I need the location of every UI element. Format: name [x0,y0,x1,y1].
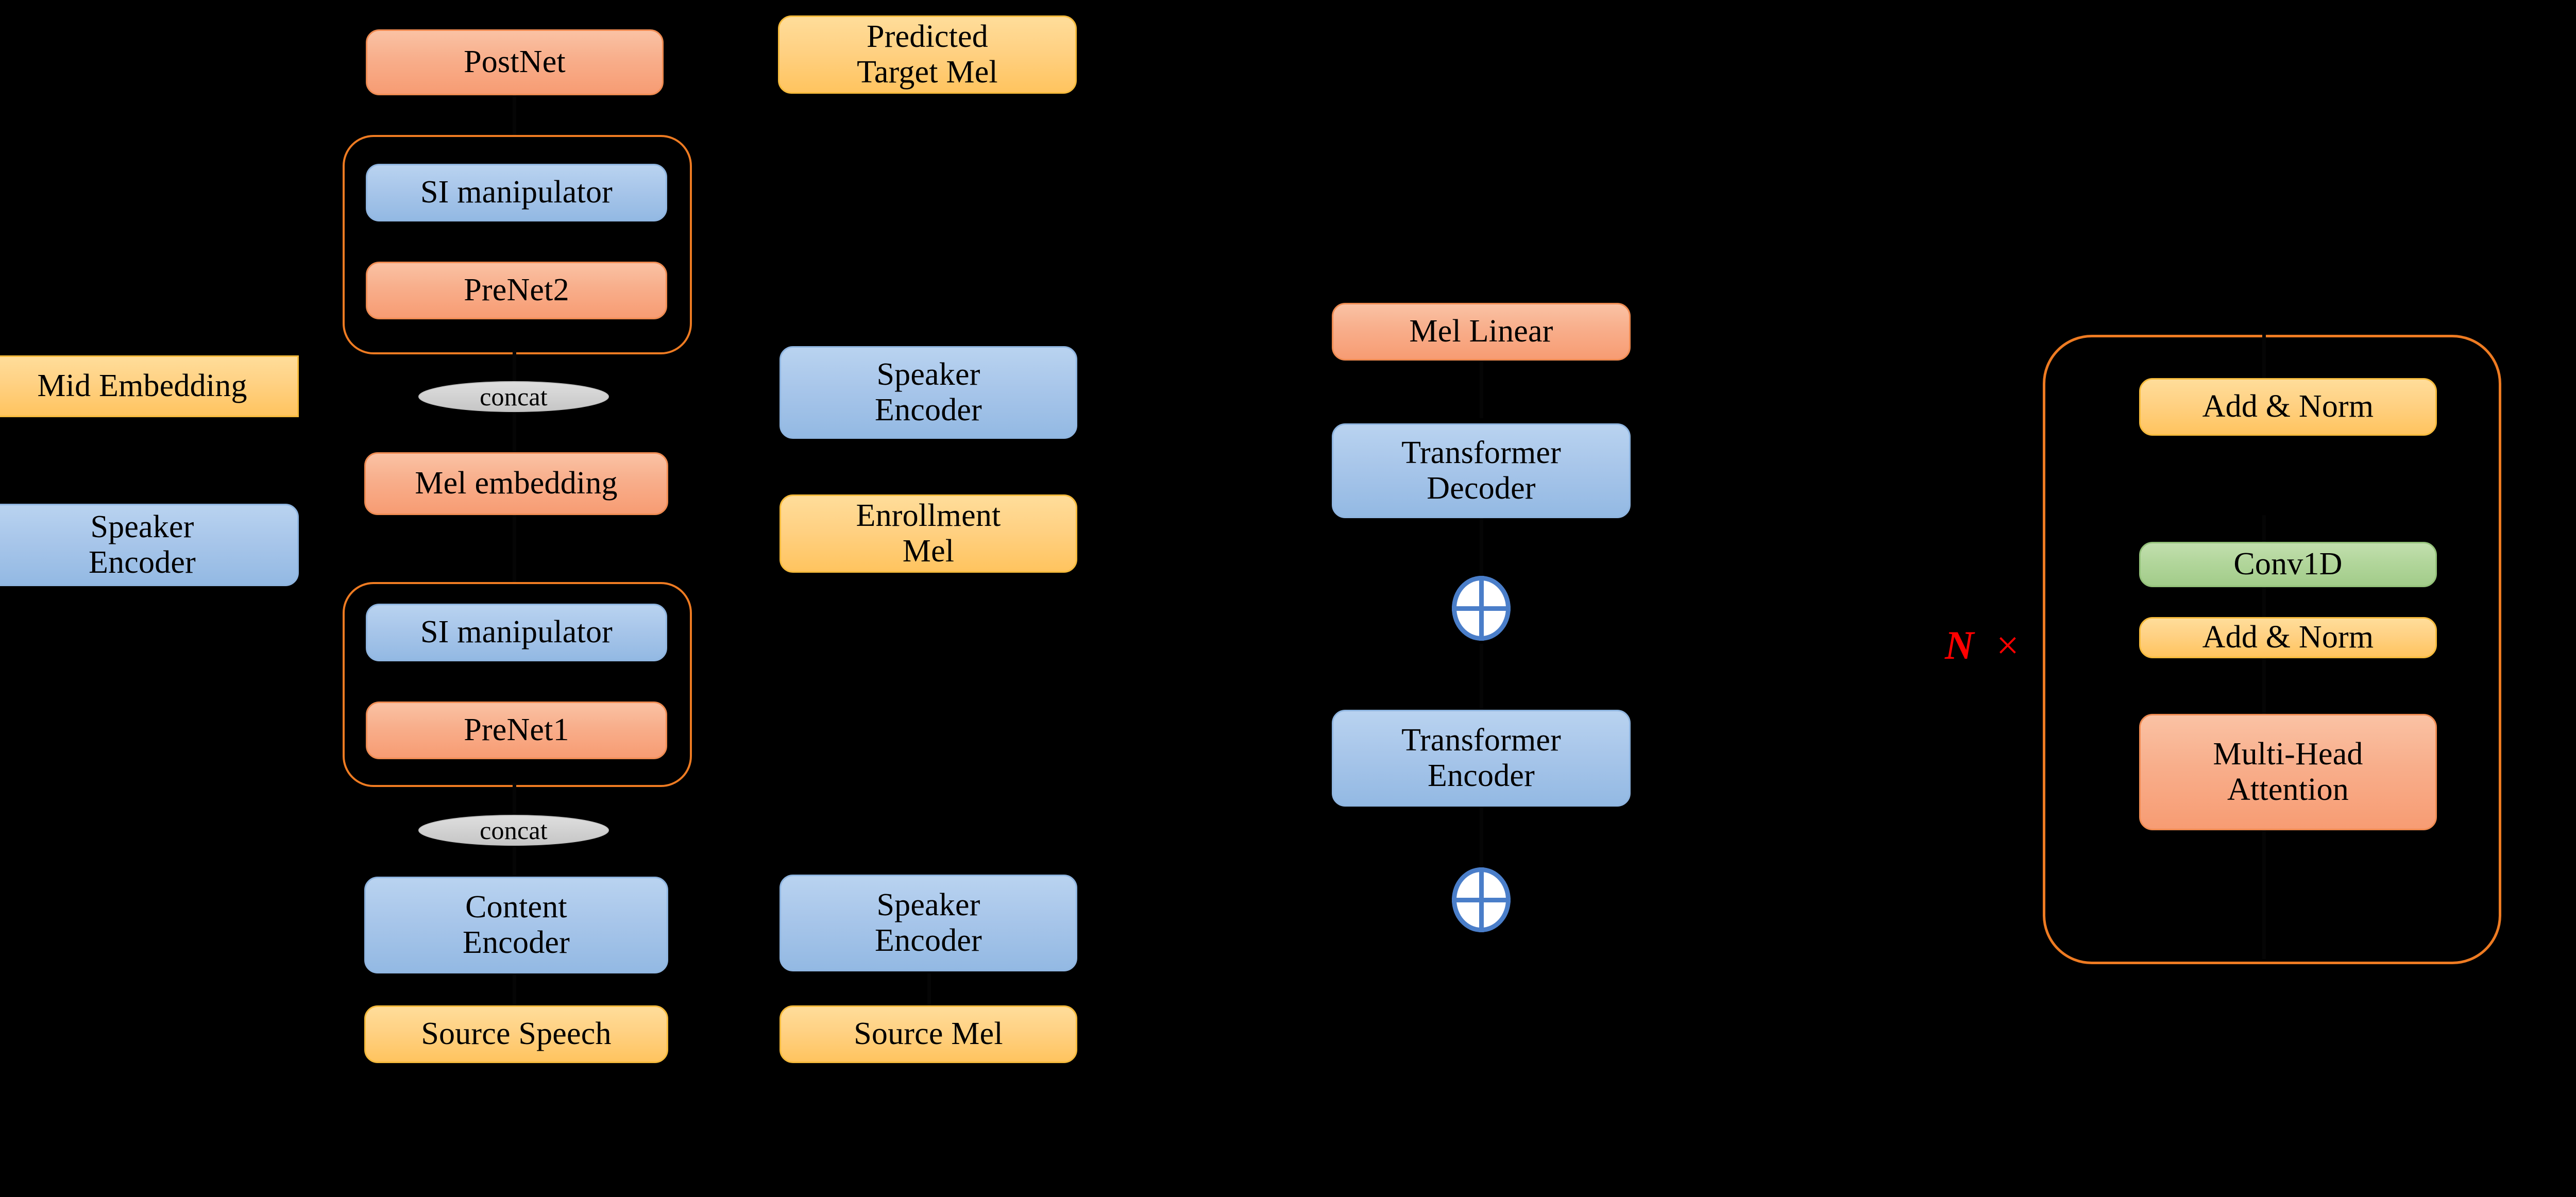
node-transformer-decoder-label: Transformer Decoder [1401,435,1561,506]
node-transformer-encoder-label: Transformer Encoder [1401,722,1561,793]
node-source-speech-label: Source Speech [421,1016,612,1052]
node-prenet2[interactable]: PreNet2 [366,262,667,319]
node-conv1d-label: Conv1D [2233,546,2343,582]
node-si-manipulator-lower[interactable]: SI manipulator [366,604,667,661]
node-speaker-encoder-left-label: Speaker Encoder [89,509,196,580]
node-enrollment-mel-label: Enrollment Mel [856,498,1001,569]
connector-postnet-to-block2 [513,95,516,135]
connector-plus2-to-encoder [1480,806,1483,878]
node-concat-upper[interactable]: concat [418,381,609,412]
node-speaker-encoder-mid-bottom[interactable]: Speaker Encoder [779,875,1077,971]
node-concat-lower-label: concat [480,816,548,845]
node-add-norm-bottom[interactable]: Add & Norm [2139,617,2437,658]
node-si-manipulator-upper-label: SI manipulator [420,175,613,210]
node-transformer-decoder[interactable]: Transformer Decoder [1332,423,1631,518]
node-source-mel[interactable]: Source Mel [779,1005,1077,1063]
node-si-manipulator-upper[interactable]: SI manipulator [366,164,667,221]
connector-groupbottom-to-attention [2262,830,2266,959]
node-speaker-encoder-mid-top-label: Speaker Encoder [875,356,982,427]
group-transformer-layer [2043,335,2501,964]
node-predicted-target-mel[interactable]: Predicted Target Mel [778,15,1077,94]
node-postnet[interactable]: PostNet [366,29,664,95]
node-prenet1-label: PreNet1 [464,712,569,748]
node-mel-linear[interactable]: Mel Linear [1332,303,1631,361]
plus-icon-lower [1452,867,1511,932]
node-concat-upper-label: concat [480,382,548,411]
node-add-norm-top[interactable]: Add & Norm [2139,378,2437,436]
connector-concat-bottom-to-content-encoder [513,846,516,877]
connector-addnorm-bottom-to-conv1d [2262,587,2266,617]
node-source-speech[interactable]: Source Speech [364,1005,668,1063]
node-predicted-target-mel-label: Predicted Target Mel [857,19,998,90]
node-mel-embedding[interactable]: Mel embedding [364,452,668,515]
node-mel-linear-label: Mel Linear [1409,314,1553,349]
node-prenet2-label: PreNet2 [464,272,569,308]
plus-icon-upper [1452,576,1511,641]
node-concat-lower[interactable]: concat [418,815,609,846]
connector-decoder-to-mel-linear [1480,361,1483,418]
connector-concat-top-to-melembedding [513,412,516,452]
connector-block1-to-concat-bottom [513,783,516,815]
group-si-block-lower [343,582,692,787]
node-content-encoder[interactable]: Content Encoder [364,877,668,973]
node-enrollment-mel[interactable]: Enrollment Mel [779,494,1077,573]
connector-plus-to-decoder [1480,518,1483,579]
node-postnet-label: PostNet [464,44,566,80]
connector-encoder-to-plus [1480,644,1483,711]
node-prenet1[interactable]: PreNet1 [366,702,667,759]
node-speaker-encoder-mid-top[interactable]: Speaker Encoder [779,346,1077,439]
node-transformer-encoder[interactable]: Transformer Encoder [1332,710,1631,807]
connector-source-speech-to-content-encoder [513,973,516,1005]
connector-group-to-addnorm-top [2262,335,2266,378]
node-mid-embedding-label: Mid Embedding [37,368,247,404]
node-source-mel-label: Source Mel [854,1016,1003,1052]
node-add-norm-top-label: Add & Norm [2202,389,2374,424]
node-multi-head-attention-label: Multi-Head Attention [2213,736,2363,807]
node-conv1d[interactable]: Conv1D [2139,542,2437,587]
node-mel-embedding-label: Mel embedding [415,466,618,501]
connector-conv1d-to-addnorm-top [2262,515,2266,542]
node-content-encoder-label: Content Encoder [463,889,570,960]
repeat-count-times: × [1996,623,2019,668]
node-speaker-encoder-left[interactable]: Speaker Encoder [0,504,299,586]
connector-block2-to-concat-top [513,350,516,381]
connector-attention-to-addnorm-bottom [2262,658,2266,714]
repeat-count-n: N [1945,623,1974,668]
connector-source-mel-to-speaker-encoder [927,973,931,1005]
node-add-norm-bottom-label: Add & Norm [2202,620,2374,655]
node-si-manipulator-lower-label: SI manipulator [420,614,613,650]
node-mid-embedding[interactable]: Mid Embedding [0,355,299,417]
node-speaker-encoder-mid-bottom-label: Speaker Encoder [875,887,982,958]
connector-melembedding-to-block1 [513,515,516,582]
repeat-count-label: N × [1945,622,2019,669]
group-si-block-upper [343,135,692,354]
node-multi-head-attention[interactable]: Multi-Head Attention [2139,714,2437,830]
